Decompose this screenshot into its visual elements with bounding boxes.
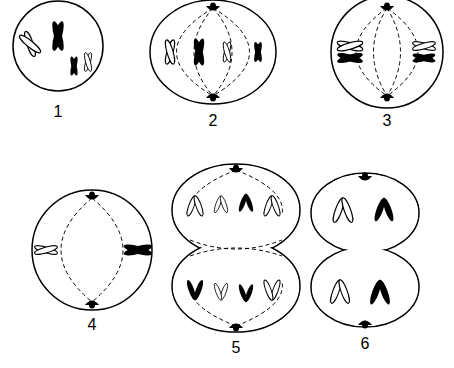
callout-number: 2: [209, 113, 218, 129]
cell-1: [13, 1, 103, 91]
callout-number: 6: [361, 336, 370, 352]
callout-number: 3: [383, 113, 392, 129]
callout-number: 5: [232, 340, 241, 356]
cell-3: [331, 0, 443, 108]
callout-number: 4: [88, 317, 97, 333]
cell-5: [172, 164, 300, 332]
callout-number: 1: [54, 104, 63, 120]
cell-4: [32, 190, 153, 310]
cell-6: [311, 173, 419, 329]
cell-2: [150, 0, 276, 104]
